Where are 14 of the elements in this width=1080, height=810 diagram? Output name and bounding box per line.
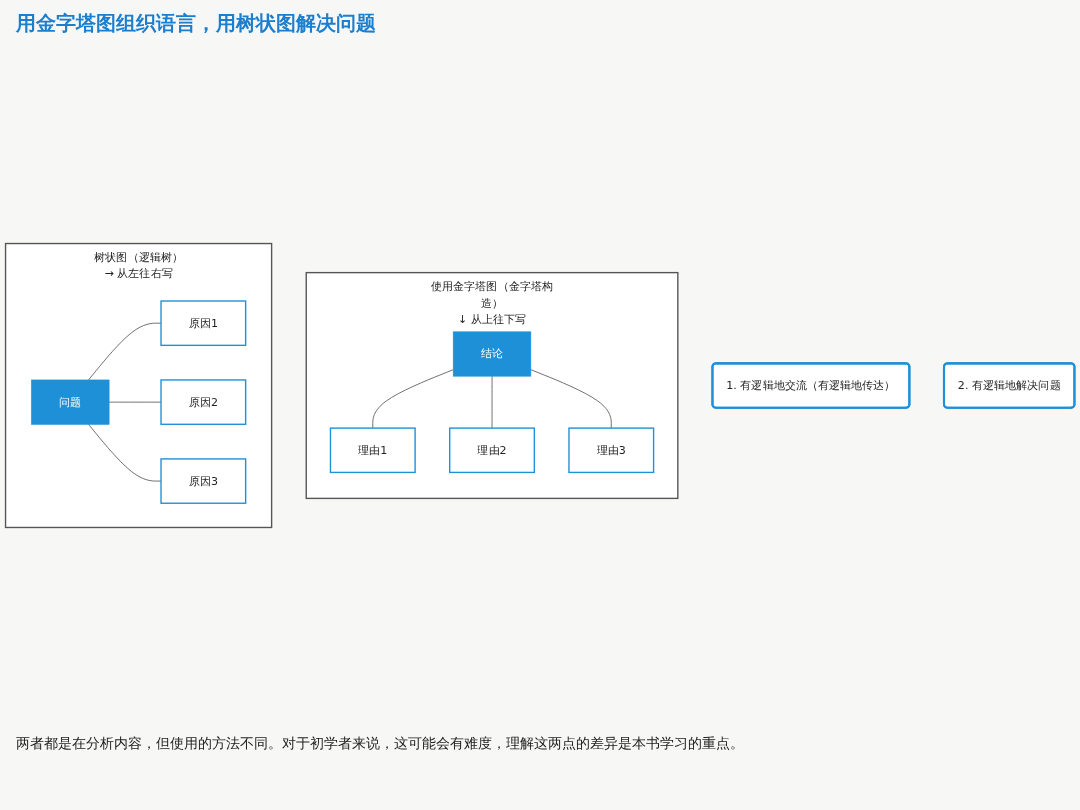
node-box: 理由2: [449, 427, 536, 474]
connector: [88, 323, 162, 381]
connector: [530, 369, 612, 429]
connector: [372, 369, 454, 429]
page-title: 用金字塔图组织语言，用树状图解决问题: [15, 10, 377, 37]
caption: 两者都是在分析内容，但使用的方法不同。对于初学者来说，这可能会有难度，理解这两点的差异是本书学习的重点。: [15, 734, 745, 753]
node-box: 理由3: [568, 427, 655, 474]
node-box: 原因3: [160, 458, 247, 505]
connector: [88, 424, 162, 482]
node-box: 结论: [452, 331, 532, 377]
node-box: 原因2: [160, 379, 247, 426]
node-box: 理由1: [329, 427, 416, 474]
node-box: 问题: [31, 380, 110, 426]
node-box: 原因1: [160, 300, 247, 347]
